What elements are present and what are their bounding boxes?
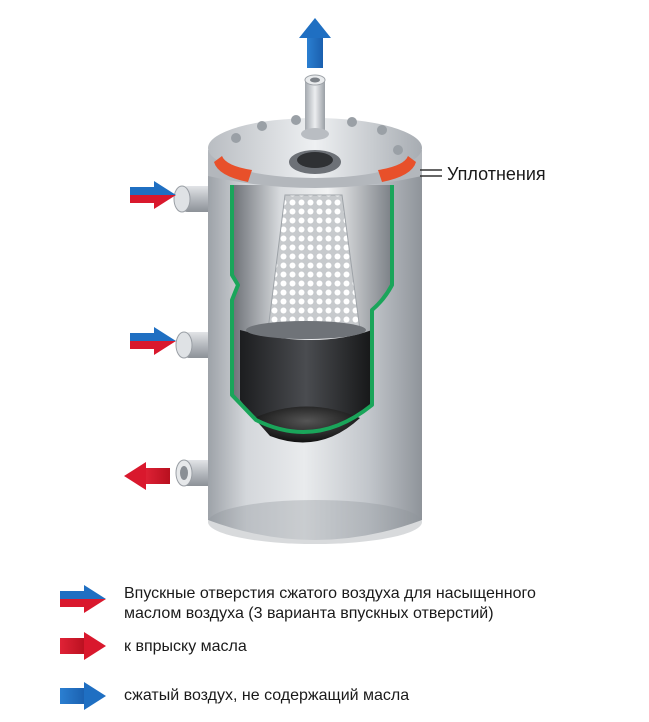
arrow-right-blue-red-icon	[130, 181, 176, 209]
legend-red-arrow-icon	[60, 632, 106, 660]
outlet-pipe-top	[301, 74, 329, 140]
legend-oil-text: к впрыску масла	[124, 638, 247, 655]
filter-cutaway	[230, 185, 394, 443]
legend-inlet-text-line2: маслом воздуха (3 варианта впускных отве…	[124, 605, 494, 622]
arrow-up-blue-icon	[299, 18, 331, 68]
legend-blue-arrow-icon	[60, 682, 106, 710]
arrow-right-blue-red-icon	[130, 327, 176, 355]
seal-leader	[420, 169, 442, 177]
legend-inlet-text-line1: Впускные отверстия сжатого воздуха для н…	[124, 585, 536, 602]
separator-lid	[208, 115, 422, 188]
legend-blue-red-arrow-icon	[60, 585, 106, 613]
legend-air-text: сжатый воздух, не содержащий масла	[124, 687, 410, 704]
seals-label: Уплотнения	[447, 164, 546, 184]
arrow-left-red-icon	[124, 462, 170, 490]
